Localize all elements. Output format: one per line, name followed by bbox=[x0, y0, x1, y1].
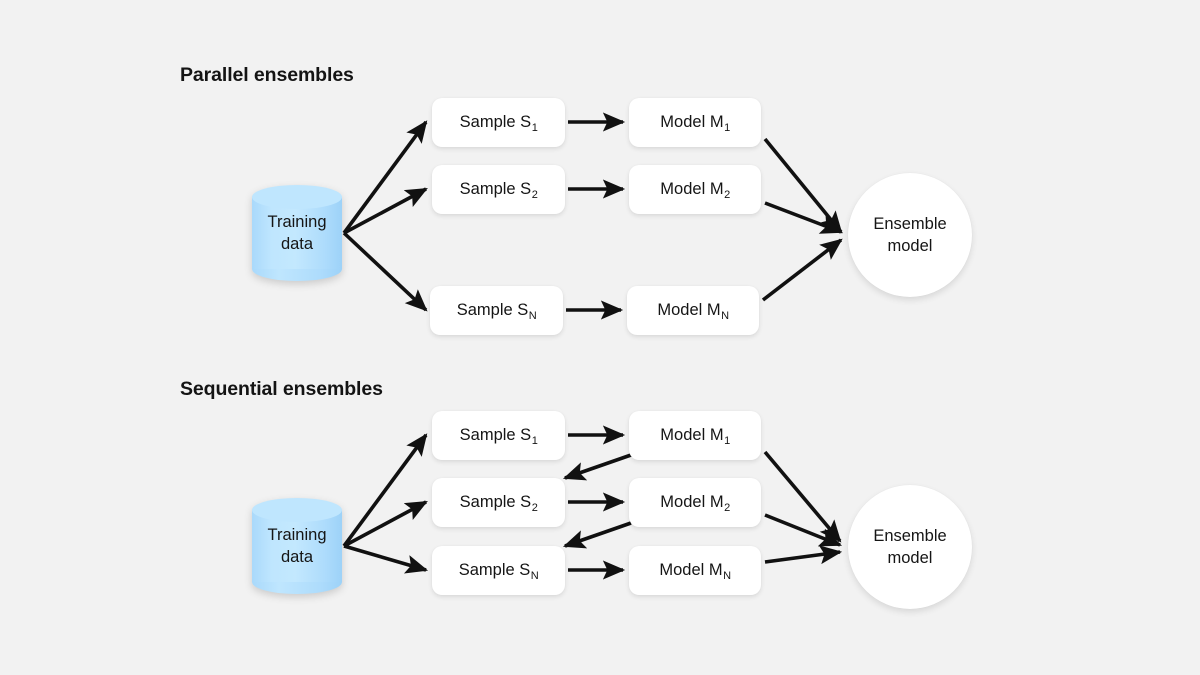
ensemble-model-label: Ensemble model bbox=[873, 213, 946, 258]
ensemble-model-label: Ensemble model bbox=[873, 525, 946, 570]
cylinder-body bbox=[252, 510, 342, 582]
ensemble-model-label-line2: model bbox=[887, 549, 933, 567]
cylinder-top-ellipse bbox=[252, 498, 342, 522]
node-model-mn-sequential[interactable]: Model MN bbox=[629, 546, 761, 595]
node-model-m1-parallel[interactable]: Model M1 bbox=[629, 98, 761, 147]
training-data-cylinder-parallel: Training data bbox=[252, 185, 342, 281]
training-data-label: Training data bbox=[252, 185, 342, 281]
node-model-m2-parallel[interactable]: Model M2 bbox=[629, 165, 761, 214]
arrow-parallel-model-1-to-ensemble bbox=[763, 137, 843, 234]
training-data-label-line1: Training bbox=[267, 525, 327, 544]
node-sample-s1-sequential[interactable]: Sample S1 bbox=[432, 411, 565, 460]
arrow-sequential-model-2-to-ensemble bbox=[764, 513, 843, 547]
node-ensemble-model-parallel[interactable]: Ensemble model bbox=[848, 173, 972, 297]
ensemble-model-label-line2: model bbox=[887, 237, 933, 255]
cylinder-top-ellipse bbox=[252, 185, 342, 209]
arrow-sequential-model-2-to-sample-n-feedback bbox=[562, 521, 632, 549]
arrow-parallel-data-to-sample-1 bbox=[342, 120, 428, 235]
training-data-label-line1: Training bbox=[267, 212, 327, 231]
arrow-parallel-data-to-sample-n bbox=[342, 231, 428, 312]
node-ensemble-model-sequential[interactable]: Ensemble model bbox=[848, 485, 972, 609]
arrow-sequential-model-1-to-ensemble bbox=[763, 450, 842, 543]
node-label: Sample SN bbox=[458, 561, 539, 582]
node-model-mn-parallel[interactable]: Model MN bbox=[627, 286, 759, 335]
arrow-sequential-data-to-sample-2 bbox=[343, 500, 428, 548]
node-model-m1-sequential[interactable]: Model M1 bbox=[629, 411, 761, 460]
arrow-sequential-model-n-to-ensemble bbox=[764, 545, 843, 565]
node-label: Model M1 bbox=[660, 426, 731, 447]
arrow-parallel-model-n-to-ensemble bbox=[761, 238, 843, 302]
training-data-label-line2: data bbox=[280, 548, 314, 566]
node-label: Sample S2 bbox=[459, 493, 538, 514]
node-label: Model M1 bbox=[660, 113, 731, 134]
node-label: Sample S1 bbox=[459, 426, 538, 447]
cylinder-body bbox=[252, 197, 342, 269]
section-title-sequential: Sequential ensembles bbox=[180, 378, 383, 400]
node-sample-s2-parallel[interactable]: Sample S2 bbox=[432, 165, 565, 214]
node-label: Sample SN bbox=[456, 301, 537, 322]
node-label: Model M2 bbox=[660, 180, 731, 201]
arrow-sequential-model-1-to-sample-2-feedback bbox=[562, 453, 632, 481]
node-sample-sn-sequential[interactable]: Sample SN bbox=[432, 546, 565, 595]
section-title-parallel: Parallel ensembles bbox=[180, 64, 354, 86]
arrow-parallel-data-to-sample-2 bbox=[343, 187, 428, 235]
node-model-m2-sequential[interactable]: Model M2 bbox=[629, 478, 761, 527]
node-label: Sample S2 bbox=[459, 180, 538, 201]
ensemble-model-label-line1: Ensemble bbox=[873, 526, 947, 545]
node-label: Model MN bbox=[659, 561, 732, 582]
training-data-label: Training data bbox=[252, 498, 342, 594]
node-label: Model M2 bbox=[660, 493, 731, 514]
arrow-sequential-data-to-sample-1 bbox=[342, 433, 428, 548]
node-sample-s2-sequential[interactable]: Sample S2 bbox=[432, 478, 565, 527]
ensemble-model-label-line1: Ensemble bbox=[873, 214, 947, 233]
training-data-cylinder-sequential: Training data bbox=[252, 498, 342, 594]
training-data-label-line2: data bbox=[280, 235, 314, 253]
arrow-parallel-model-2-to-ensemble bbox=[764, 201, 844, 234]
node-label: Model MN bbox=[657, 301, 730, 322]
node-label: Sample S1 bbox=[459, 113, 538, 134]
node-sample-sn-parallel[interactable]: Sample SN bbox=[430, 286, 563, 335]
arrow-sequential-data-to-sample-n bbox=[343, 544, 429, 574]
node-sample-s1-parallel[interactable]: Sample S1 bbox=[432, 98, 565, 147]
